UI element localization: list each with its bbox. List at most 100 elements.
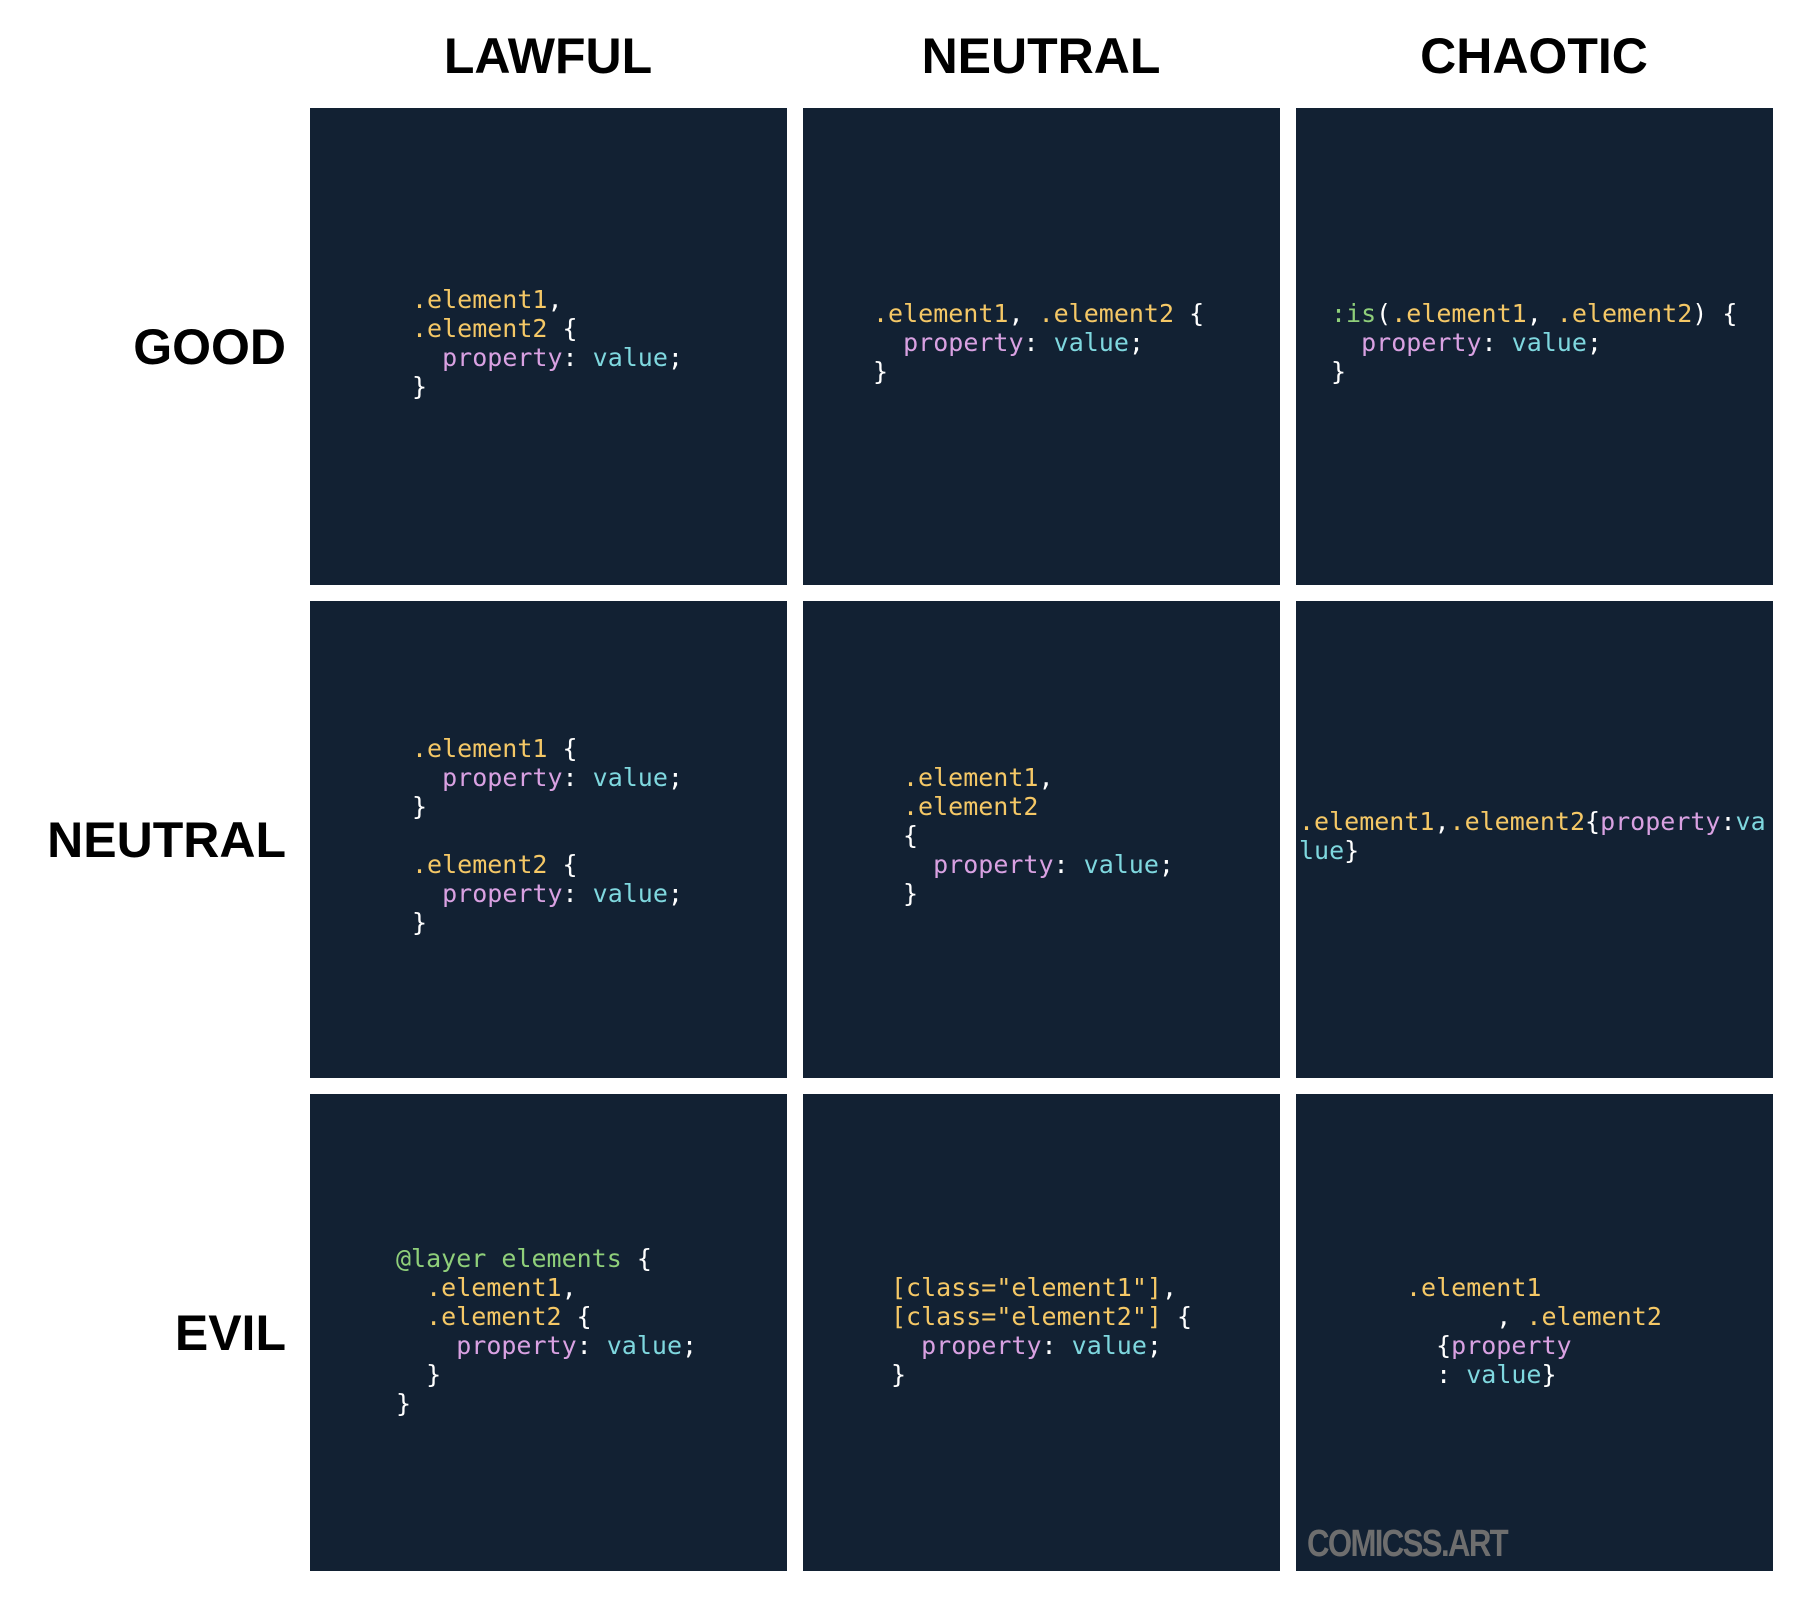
punctuation-token [412, 343, 442, 372]
selector-token: .element2 [412, 850, 548, 879]
punctuation-token: : [1720, 807, 1736, 836]
property-token: property [933, 850, 1054, 879]
punctuation-token [396, 1331, 456, 1360]
panel-chaotic-neutral: .element1,.element2{property:va lue} [1296, 601, 1773, 1078]
property-token: property [1600, 807, 1721, 836]
value-token: value [592, 763, 668, 792]
punctuation-token: , [1038, 763, 1054, 792]
value-token: value [1466, 1360, 1542, 1389]
value-token: lue [1299, 836, 1345, 865]
punctuation-token: { [547, 850, 578, 879]
selector-token: .element2 [1449, 807, 1585, 836]
value-token: value [1053, 328, 1129, 357]
punctuation-token [903, 850, 933, 879]
watermark: COMICSS.ART [1307, 1523, 1509, 1565]
punctuation-token: ; [1128, 328, 1144, 357]
code-snippet: .element1 , .element2 {property : value} [1406, 1273, 1662, 1389]
panel-neutral-good: .element1, .element2 { property: value; … [803, 108, 1280, 585]
punctuation-token: ; [667, 343, 683, 372]
punctuation-token: , [1161, 1273, 1177, 1302]
panel-lawful-evil: @layer elements { .element1, .element2 {… [310, 1094, 787, 1571]
value-token: value [606, 1331, 683, 1360]
punctuation-token: : [562, 343, 593, 372]
property-token: property [456, 1331, 577, 1360]
panel-lawful-neutral: .element1 { property: value; } .element2… [310, 601, 787, 1078]
punctuation-token: , [561, 1273, 577, 1302]
property-token: property [1361, 328, 1482, 357]
row-header-evil: EVIL [174, 1305, 286, 1361]
punctuation-token: } [873, 357, 889, 386]
code-snippet: .element1, .element2 { property: value; … [873, 299, 1204, 386]
selector-token: [class="element2"] [891, 1302, 1162, 1331]
code-snippet: .element1, .element2 { property: value; … [903, 763, 1174, 908]
code-snippet: .element1, .element2 { property: value; … [412, 285, 683, 401]
punctuation-token: ; [682, 1331, 698, 1360]
punctuation-token: { [1161, 1302, 1193, 1331]
selector-token: .element1 [412, 285, 548, 314]
punctuation-token: , [1526, 299, 1557, 328]
selector-token: .element1 [1299, 807, 1435, 836]
code-snippet: :is(.element1, .element2) { property: va… [1331, 299, 1737, 386]
punctuation-token: { [1585, 807, 1601, 836]
selector-token: .element2 [426, 1302, 562, 1331]
value-token: value [1083, 850, 1159, 879]
property-token: property [442, 343, 563, 372]
punctuation-token: } [396, 1360, 442, 1389]
value-token: va [1735, 807, 1766, 836]
selector-token: .element2 [1556, 299, 1693, 328]
punctuation-token: : [562, 879, 593, 908]
selector-token: .element1 [873, 299, 1009, 328]
punctuation-token: { [903, 821, 919, 850]
property-token: property [903, 328, 1024, 357]
punctuation-token: , [1406, 1302, 1527, 1331]
punctuation-token [396, 1302, 426, 1331]
punctuation-token: ; [667, 879, 683, 908]
punctuation-token [412, 879, 442, 908]
selector-token: .element2 [1038, 299, 1175, 328]
punctuation-token [891, 1331, 921, 1360]
panel-lawful-good: .element1, .element2 { property: value; … [310, 108, 787, 585]
selector-token: .element1 [412, 734, 548, 763]
punctuation-token: { [1406, 1331, 1452, 1360]
punctuation-token: ; [1586, 328, 1602, 357]
code-snippet: .element1 { property: value; } .element2… [412, 734, 683, 937]
punctuation-token: } [1541, 1360, 1557, 1389]
punctuation-token: } [412, 792, 428, 821]
value-token: value [1511, 328, 1587, 357]
punctuation-token: , [1434, 807, 1450, 836]
selector-token: .element1 [1406, 1273, 1542, 1302]
punctuation-token: ; [1158, 850, 1174, 879]
code-snippet: .element1,.element2{property:va lue} [1299, 807, 1766, 865]
punctuation-token: { [1174, 299, 1205, 328]
column-header-chaotic: CHAOTIC [1420, 28, 1648, 84]
punctuation-token: ( [1376, 299, 1392, 328]
punctuation-token [873, 328, 903, 357]
punctuation-token: : [562, 763, 593, 792]
punctuation-token: } [1331, 357, 1347, 386]
value-token: value [1071, 1331, 1147, 1360]
selector-token: .element1 [1391, 299, 1527, 328]
punctuation-token [1331, 328, 1361, 357]
punctuation-token: , [1008, 299, 1039, 328]
at-rule-token: @layer elements [396, 1244, 622, 1273]
property-token: property [442, 763, 563, 792]
value-token: value [592, 343, 668, 372]
punctuation-token: ) { [1692, 299, 1738, 328]
selector-token: [class="element1"] [891, 1273, 1162, 1302]
selector-token: .element1 [426, 1273, 562, 1302]
punctuation-token: { [547, 734, 578, 763]
punctuation-token: ; [667, 763, 683, 792]
punctuation-token: : [576, 1331, 607, 1360]
punctuation-token: : [1406, 1360, 1467, 1389]
value-token: value [592, 879, 668, 908]
punctuation-token: , [547, 285, 563, 314]
punctuation-token [396, 1273, 426, 1302]
punctuation-token: : [1053, 850, 1084, 879]
selector-token: .element2 [412, 314, 548, 343]
punctuation-token: } [891, 1360, 907, 1389]
panel-neutral-evil: [class="element1"], [class="element2"] {… [803, 1094, 1280, 1571]
punctuation-token: ; [1146, 1331, 1162, 1360]
punctuation-token: } [903, 879, 919, 908]
punctuation-token: : [1481, 328, 1512, 357]
punctuation-token: { [547, 314, 578, 343]
